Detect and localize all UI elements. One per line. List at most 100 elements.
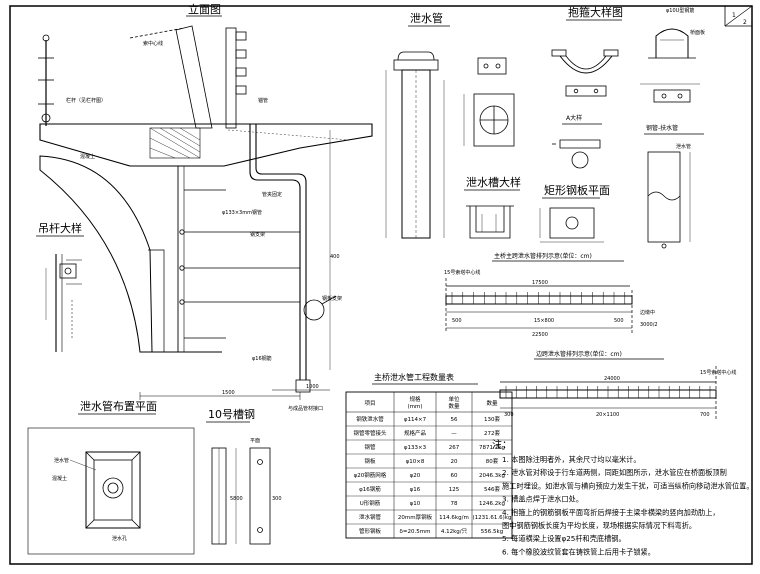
main-span-top-dim: 17500 — [532, 280, 548, 286]
table-cell: 130套 — [484, 415, 500, 423]
note-line: 施工时埋设。如泄水管与横向预应力发生干扰，可适当纵桥向移动泄水管位置。 — [502, 481, 754, 490]
side-span-right-label: 15号索塔中心线 — [700, 369, 736, 376]
main-span-left-label: 15号索塔中心线 — [444, 269, 480, 276]
hanger-detail-title: 吊杆大样 — [38, 221, 82, 235]
main-span-sub-dim-1: 500 — [452, 318, 462, 324]
table-cell: 56 — [451, 417, 458, 423]
notes-lines: 1. 本图除注明者外，其余尺寸均以毫米计。 2. 泄水管对称设于行车道两侧，同距如… — [502, 455, 754, 556]
stand-label: 钢支架 — [250, 231, 265, 238]
table-cell: 钢铁泄水管 — [356, 415, 384, 423]
side-span-sub-dim-1: 300 — [504, 412, 514, 418]
table-cell: φ133×3 — [404, 445, 427, 451]
sheet-number-box: 1 2 — [724, 5, 753, 27]
drain-pipe-detail: 泄水管 — [385, 11, 450, 239]
note-line: 1. 本图除注明者外，其余尺寸均以毫米计。 — [502, 455, 641, 464]
note-line: 5. 每道横梁上设置φ25杆和壳底槽钢。 — [502, 534, 626, 543]
table-cell: 114.6kg/m — [439, 515, 469, 521]
channel-title: 10号槽钢 — [208, 408, 255, 421]
table-header-cell: 数量 — [448, 402, 460, 410]
steel-pipe: 钢管-扶水管 泄水管 — [644, 124, 704, 249]
plan-title: 泄水管布置平面 — [80, 399, 157, 413]
sheet-number: 1 — [732, 12, 736, 19]
table-cell: φ20钢筋网格 — [354, 471, 387, 479]
dim-3: 400 — [330, 254, 340, 260]
note-line: 3. 槽盖点焊于泄水口处。 — [502, 495, 583, 504]
side-span-sub-dim-3: 700 — [700, 412, 710, 418]
dim-1: 1500 — [222, 390, 235, 396]
table-cell: 钢板 — [364, 457, 376, 465]
table-header-cell: 项目 — [364, 400, 375, 407]
plate-detail — [463, 57, 515, 147]
sheet-border — [9, 5, 753, 565]
railing-label: 栏杆（见栏杆图） — [66, 97, 106, 104]
main-span-right-label: 边墩中 — [640, 309, 655, 316]
notes-title: 注： — [492, 438, 512, 451]
table-header-cell: 规格 — [409, 395, 421, 403]
ground-note: 与成品管材接口 — [288, 405, 323, 412]
clamp-side-label: 桥面板 — [690, 29, 705, 36]
table-cell: 管形钢板 — [359, 527, 382, 535]
quantity-table-title: 主桥泄水管工程数量表 — [374, 372, 454, 382]
table-header-cell: 单位 — [448, 395, 460, 403]
table-cell: 80套 — [486, 457, 499, 465]
table-cell: 267 — [449, 445, 460, 451]
table-cell: φ16钢筋 — [359, 485, 381, 493]
notes-block: 注： 1. 本图除注明者外，其余尺寸均以毫米计。 2. 泄水管对称设于行车道两侧，… — [492, 438, 754, 556]
table-cell: 20 — [451, 459, 458, 465]
rect-plate: 矩形钢板平面 — [539, 183, 610, 243]
steel-pipe-label: 泄水管 — [676, 143, 691, 150]
side-span-ticks — [505, 386, 711, 398]
table-header-cell: 数量 — [486, 399, 498, 407]
table-cell: 556.5kg — [481, 529, 503, 535]
hanger-detail: 吊杆大样 — [36, 221, 84, 352]
channel-sub: 平面 — [250, 438, 260, 444]
plan-label-1: 泄水管 — [54, 457, 69, 464]
table-cell: 272套 — [484, 429, 500, 437]
side-span-sub-dim-2: 20×1100 — [596, 412, 619, 418]
table-cell: δ=20.5mm — [400, 529, 431, 535]
table-cell: φ114×7 — [404, 417, 427, 423]
clamp-top-label: φ10U型钢筋 — [666, 7, 694, 14]
trough-detail: 泄水槽大样 — [464, 175, 521, 239]
anchor-label: 锚管 — [258, 97, 268, 104]
table-cell: 125 — [449, 487, 460, 493]
table-cell: 1246.2kg — [479, 501, 505, 507]
main-span-sub-dim-3: 500 — [614, 318, 624, 324]
main-span-arrangement: 主桥主跨泄水管排列示意(单位：cm) 15号索塔中心线 17500 500 15… — [444, 252, 658, 338]
channel-dim-1: 5800 — [230, 496, 243, 502]
clamp-title: 抱箍大样图 — [568, 5, 623, 19]
table-cell: 7871.7kg — [479, 445, 505, 451]
cap-label: 混凝土 — [80, 153, 95, 160]
table-header-cell: (mm) — [407, 404, 422, 410]
note-line: 2. 泄水管对称设于行车道两侧，同距如图所示，泄水管应在桥面板顶制 — [502, 468, 727, 477]
table-cell: 2046.3kg — [479, 473, 505, 479]
note-line: 6. 每个橡胶波纹管套在铸铁管上后用卡子锁紧。 — [502, 547, 655, 556]
centerline-label: 索中心线 — [143, 40, 163, 47]
table-cell: U形钢筋 — [360, 499, 381, 507]
main-span-ticks — [451, 292, 626, 304]
table-cell: 546套 — [484, 485, 500, 493]
main-span-title: 主桥主跨泄水管排列示意(单位：cm) — [494, 252, 592, 260]
main-span-sub-dim-2: 15×800 — [534, 318, 554, 324]
elevation-view: 立面图 索中心线 栏杆（见栏杆图） 锚管 混凝土 — [38, 2, 373, 412]
note-line: 4. 抱箍上的钢筋钢板平面弯折后焊接于主梁非横梁的竖向加劲肋上， — [502, 508, 720, 517]
steel-pipe-title: 钢管-扶水管 — [646, 124, 678, 132]
main-span-bottom-dim: 22500 — [532, 332, 548, 338]
side-span-arrangement: 边跨泄水管排列示意(单位：cm) 15号索塔中心线 24000 300 20×1… — [499, 350, 736, 420]
table-cell: (1231.61.6)kg — [473, 515, 512, 521]
drain-pipe-title: 泄水管 — [410, 11, 443, 25]
rebar-label: φ16钢筋 — [252, 355, 272, 362]
plan-label-3: 泄水孔 — [112, 535, 127, 542]
table-cell: 泄水钢管 — [359, 513, 382, 521]
table-frame — [345, 391, 513, 539]
side-span-title: 边跨泄水管排列示意(单位：cm) — [536, 350, 622, 358]
table-cell: 4.12kg/只 — [441, 528, 468, 535]
plan-label-2: 混凝土 — [52, 475, 67, 482]
table-cell: 钢管零管接头 — [353, 429, 387, 437]
table-cell: 20mm厚钢板 — [398, 513, 433, 521]
table-cell: 60 — [451, 473, 458, 479]
